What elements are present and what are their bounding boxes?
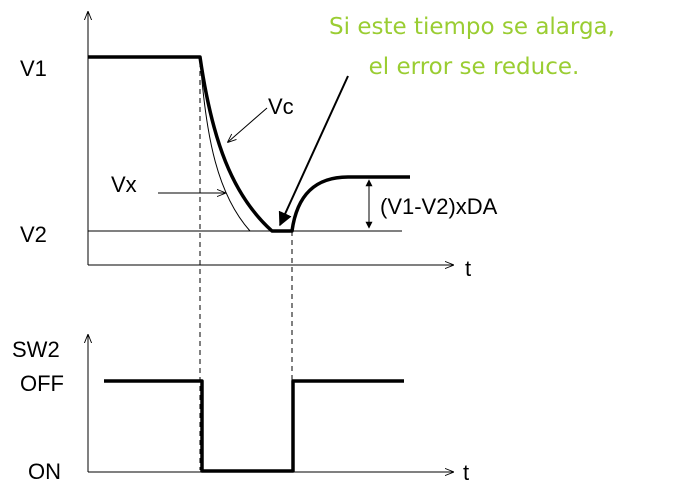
vx-waveform <box>199 56 273 232</box>
annotation-line-1: Si este tiempo se alarga, <box>329 14 615 40</box>
note-pointer <box>278 75 349 227</box>
off-label: OFF <box>20 371 64 396</box>
time-axis-label-bottom: t <box>463 460 469 484</box>
v1-label: V1 <box>20 56 47 81</box>
sw2-waveform <box>104 379 404 473</box>
sw2-label: SW2 <box>12 337 60 362</box>
time-axis-label-top: t <box>465 256 471 281</box>
vc-label: Vc <box>268 94 294 119</box>
switch-graph <box>88 335 453 472</box>
vc-waveform <box>88 55 410 233</box>
vc-pointer <box>228 107 268 142</box>
voltage-graph <box>88 12 453 265</box>
vx-label: Vx <box>111 172 137 197</box>
delta-label: (V1-V2)xDA <box>380 194 498 219</box>
v2-label: V2 <box>20 222 47 247</box>
annotation-line-2: el error se reduce. <box>369 54 580 80</box>
on-label: ON <box>28 459 61 484</box>
